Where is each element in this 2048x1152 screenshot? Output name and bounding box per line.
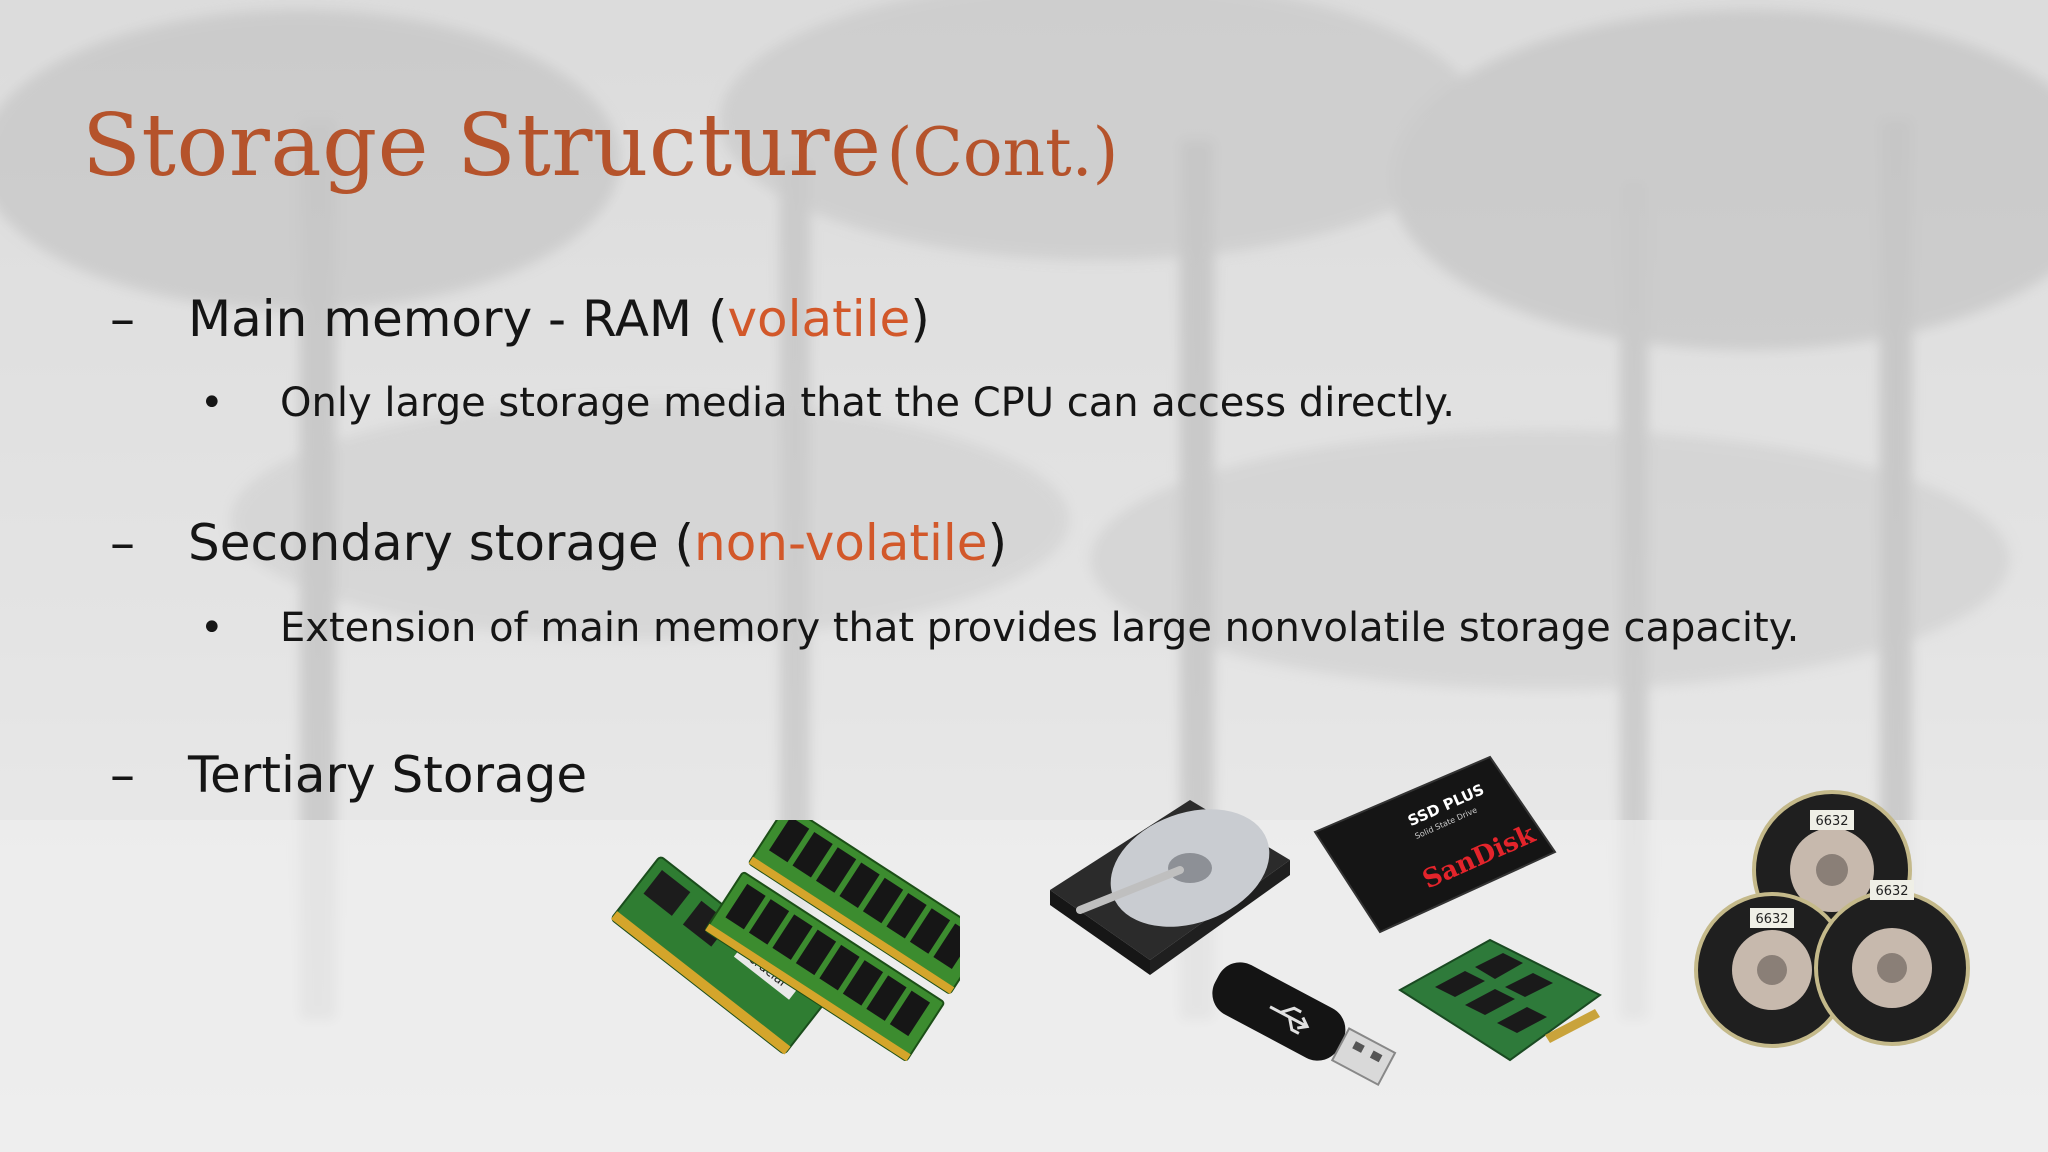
tape-label: 6632: [1755, 912, 1788, 927]
sub-bullet-text: Extension of main memory that provides l…: [280, 605, 1800, 651]
bullet-dash: –: [110, 514, 135, 572]
bullet-text: Tertiary Storage: [188, 746, 588, 804]
bullet-highlight: volatile: [727, 290, 911, 348]
tape-label: 6632: [1875, 884, 1908, 899]
ssd-image: SSD PLUS Solid State Drive SanDisk: [1310, 752, 1560, 937]
tape-label: 6632: [1815, 814, 1848, 829]
bullet-highlight: non-volatile: [694, 514, 988, 572]
bullet-text-after: ): [910, 290, 930, 348]
usb-drive-image: [1195, 955, 1405, 1095]
title-main: Storage Structure: [82, 96, 882, 196]
bullet-dash: –: [110, 746, 135, 804]
title-suffix: (Cont.): [886, 114, 1119, 191]
bullet-dot: •: [200, 605, 224, 651]
slide-title: Storage Structure (Cont.): [82, 96, 1118, 196]
hard-disk-image: [1040, 780, 1300, 980]
ssd-board-image: [1395, 935, 1605, 1065]
bullet-dash: –: [110, 290, 135, 348]
bullet-dot: •: [200, 380, 224, 426]
ram-modules-image: crucial: [570, 804, 988, 1110]
tape-reels-image: 6632 6632 6632: [1692, 790, 1977, 1050]
sub-bullet-text: Only large storage media that the CPU ca…: [280, 380, 1455, 426]
bullet-text: Secondary storage (non-volatile): [188, 514, 1007, 572]
bullet-text-before: Secondary storage (: [188, 514, 695, 572]
bullet-text-after: ): [987, 514, 1008, 572]
bullet-text-before: Main memory - RAM (: [188, 290, 728, 348]
bullet-text: Main memory - RAM (volatile): [188, 290, 930, 348]
